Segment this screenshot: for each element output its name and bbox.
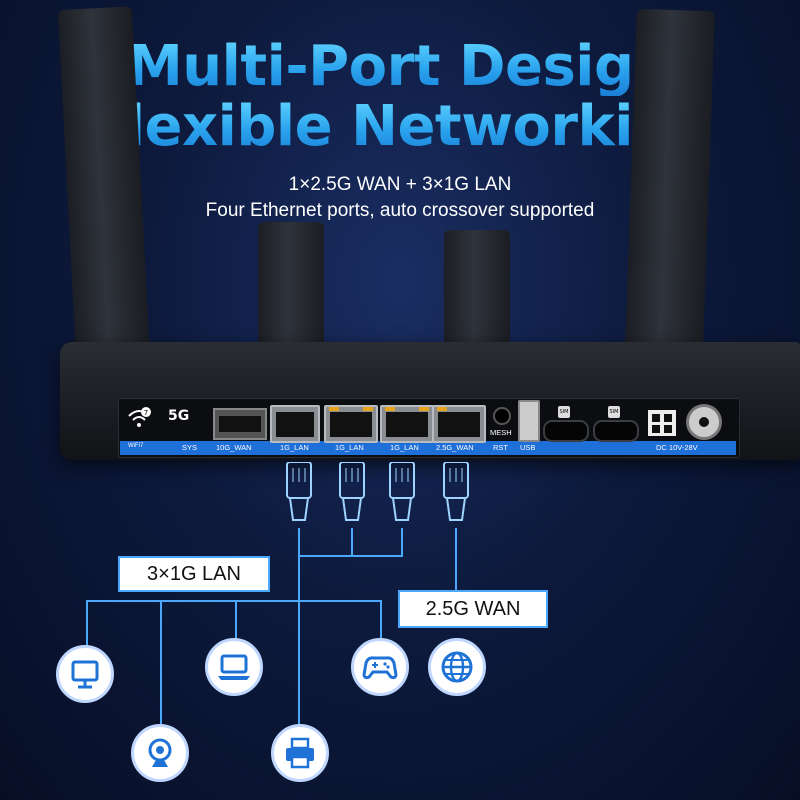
subtitle-line-2: Four Ethernet ports, auto crossover supp… xyxy=(205,200,595,221)
ethernet-plug-icon xyxy=(389,462,415,521)
dc-power-jack[interactable] xyxy=(686,404,722,440)
headline-line-2: Flexible Networking xyxy=(0,98,800,156)
usb-label: USB xyxy=(520,443,536,452)
ethernet-plug-icon xyxy=(443,462,469,521)
lan-port-3[interactable] xyxy=(380,405,434,443)
sfp-label: 10G_WAN xyxy=(216,443,252,452)
lan-port-2[interactable] xyxy=(324,405,378,443)
drop-line xyxy=(235,600,237,640)
sys-label: SYS xyxy=(182,443,198,452)
lan-distribution-line xyxy=(86,600,382,602)
lan-port-1-label: 1G_LAN xyxy=(280,443,309,452)
usb-port[interactable] xyxy=(518,400,540,442)
mesh-label: MESH xyxy=(490,428,512,437)
five-g-label: 5G xyxy=(168,408,190,424)
game-controller-icon xyxy=(351,638,409,696)
lan-bus-line xyxy=(298,528,300,556)
lan-trunk-line xyxy=(298,555,300,725)
wan-line xyxy=(455,528,457,590)
ethernet-plug-icon xyxy=(339,462,365,521)
lan-port-3-label: 1G_LAN xyxy=(390,443,419,452)
dc-label: DC 10V-28V xyxy=(656,443,698,452)
laptop-icon xyxy=(205,638,263,696)
webcam-icon xyxy=(131,724,189,782)
subtitle-line-1: 1×2.5G WAN + 3×1G LAN xyxy=(288,174,512,195)
wan-box: 2.5G WAN xyxy=(398,590,548,628)
wifi-label: WiFi7 xyxy=(128,443,144,449)
desktop-monitor-icon xyxy=(56,645,114,703)
sim-icon-1: SIM xyxy=(558,406,570,418)
lan-bus-line xyxy=(298,555,403,557)
power-terminal-block[interactable] xyxy=(648,410,676,436)
lan-bus-line xyxy=(351,528,353,556)
lan-bus-line xyxy=(401,528,403,556)
ethernet-plug-icon xyxy=(286,462,312,521)
mesh-button[interactable] xyxy=(493,407,511,425)
drop-line xyxy=(86,600,88,650)
wan-port-label: 2.5G_WAN xyxy=(436,443,474,452)
wifi7-icon: 7 xyxy=(126,404,152,434)
rst-label: RST xyxy=(493,443,508,452)
sfp-port[interactable] xyxy=(213,408,267,440)
port-label-strip xyxy=(120,441,736,455)
sim-icon-2: SIM xyxy=(608,406,620,418)
svg-text:7: 7 xyxy=(144,409,148,417)
lan-box: 3×1G LAN xyxy=(118,556,270,592)
lan-port-1[interactable] xyxy=(270,405,320,443)
globe-icon xyxy=(428,638,486,696)
drop-line xyxy=(160,600,162,726)
wan-port[interactable] xyxy=(432,405,486,443)
headline-line-1: Multi-Port Design xyxy=(0,38,800,96)
sim-slot-1[interactable] xyxy=(543,420,589,442)
printer-icon xyxy=(271,724,329,782)
drop-line xyxy=(380,600,382,640)
lan-port-2-label: 1G_LAN xyxy=(335,443,364,452)
sim-slot-2[interactable] xyxy=(593,420,639,442)
